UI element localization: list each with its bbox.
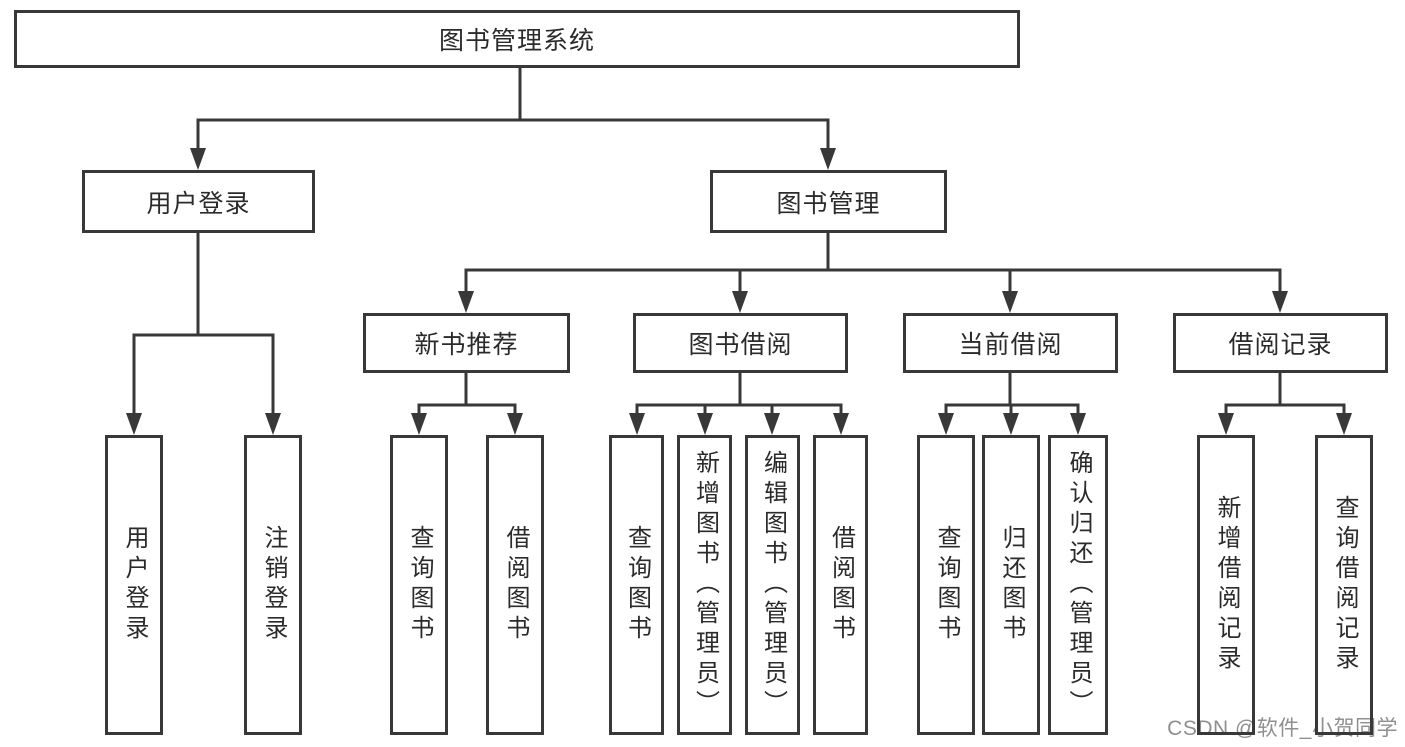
arrow-down-icon xyxy=(697,413,713,435)
node-new-book-recommend: 新书推荐 xyxy=(363,313,570,373)
arrow-down-icon xyxy=(820,148,836,170)
arrow-down-icon xyxy=(507,413,523,435)
arrow-down-icon xyxy=(265,413,281,435)
leaf-query-borrow-record: 查询借阅记录 xyxy=(1315,435,1373,735)
node-book-borrowing: 图书借阅 xyxy=(633,313,848,373)
arrow-down-icon xyxy=(1002,291,1018,313)
arrow-down-icon xyxy=(833,413,849,435)
leaf-return-books: 归还图书 xyxy=(982,435,1040,735)
leaf-confirm-return-admin: 确认归还（管理员） xyxy=(1048,435,1108,735)
arrow-down-icon xyxy=(1336,413,1352,435)
arrow-down-icon xyxy=(1070,413,1086,435)
arrow-down-icon xyxy=(1003,413,1019,435)
arrow-down-icon xyxy=(411,413,427,435)
arrow-down-icon xyxy=(1218,413,1234,435)
arrow-down-icon xyxy=(458,291,474,313)
node-library-system: 图书管理系统 xyxy=(14,10,1020,68)
leaf-borrow-books-recommend: 借阅图书 xyxy=(486,435,544,735)
arrow-down-icon xyxy=(629,413,645,435)
node-current-borrowing: 当前借阅 xyxy=(903,313,1118,373)
leaf-add-book-admin: 新增图书（管理员） xyxy=(677,435,732,735)
arrow-down-icon xyxy=(190,148,206,170)
arrow-down-icon xyxy=(126,413,142,435)
leaf-query-books-current: 查询图书 xyxy=(917,435,975,735)
node-borrowing-records: 借阅记录 xyxy=(1173,313,1388,373)
arrow-down-icon xyxy=(732,291,748,313)
arrow-down-icon xyxy=(1272,291,1288,313)
arrow-down-icon xyxy=(764,413,780,435)
leaf-query-books-recommend: 查询图书 xyxy=(390,435,448,735)
leaf-borrow-books-borrowing: 借阅图书 xyxy=(813,435,868,735)
node-user-login: 用户登录 xyxy=(82,170,315,233)
leaf-edit-book-admin: 编辑图书（管理员） xyxy=(745,435,800,735)
arrow-down-icon xyxy=(938,413,954,435)
watermark-text: CSDN @软件_小贺同学 xyxy=(1167,717,1398,740)
leaf-query-books-borrowing: 查询图书 xyxy=(609,435,664,735)
leaf-logout: 注销登录 xyxy=(244,435,302,735)
node-book-management: 图书管理 xyxy=(710,170,947,233)
leaf-add-borrow-record: 新增借阅记录 xyxy=(1197,435,1255,735)
leaf-user-login: 用户登录 xyxy=(105,435,163,735)
